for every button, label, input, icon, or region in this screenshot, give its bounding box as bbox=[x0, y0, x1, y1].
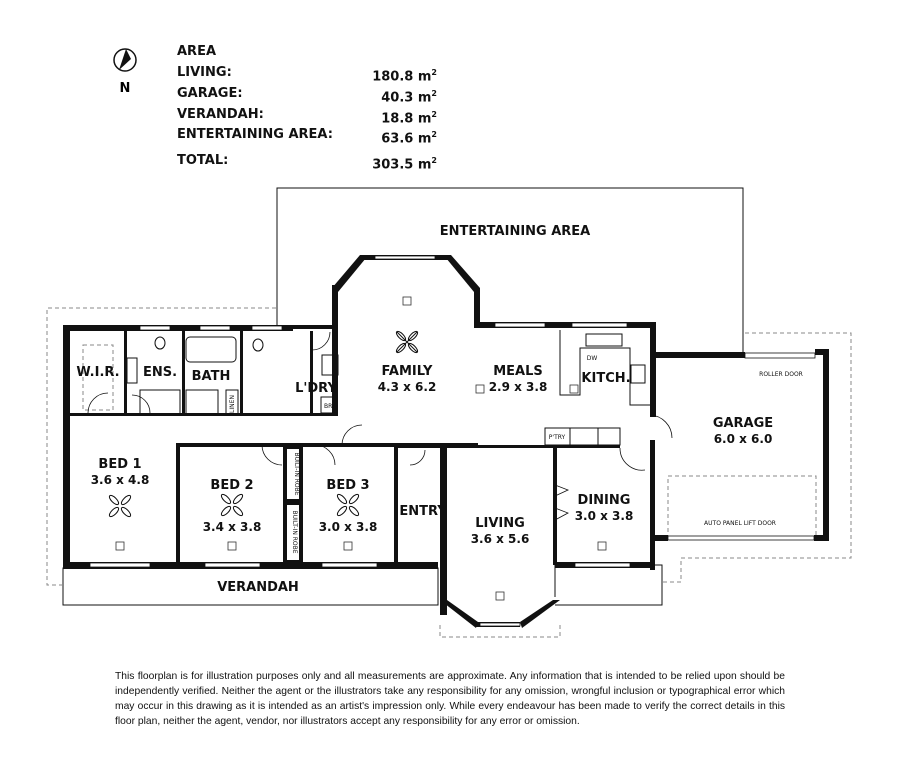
north-compass-icon: N bbox=[113, 48, 137, 96]
light-icons bbox=[115, 296, 607, 601]
kitchen-fixtures bbox=[126, 330, 650, 446]
room-label-entertaining: ENTERTAINING AREA bbox=[440, 224, 591, 239]
room-dim-bed3: 3.0 x 3.8 bbox=[319, 520, 378, 534]
room-label-bed3: BED 3 bbox=[326, 478, 369, 493]
sink-icon bbox=[585, 333, 623, 347]
lift-door-label: AUTO PANEL LIFT DOOR bbox=[704, 520, 776, 527]
outlines bbox=[62, 187, 744, 606]
ceiling-fan-icon bbox=[395, 330, 419, 354]
room-dim-bed1: 3.6 x 4.8 bbox=[91, 473, 150, 487]
room-label-entry: ENTRY bbox=[399, 504, 447, 519]
area-row-total: TOTAL:303.5 m2 bbox=[177, 153, 437, 173]
pantry-label: P'TRY bbox=[549, 434, 566, 441]
room-label-dining: DINING bbox=[578, 493, 631, 508]
ceiling-fan-icon bbox=[336, 493, 360, 517]
cooktop-icon bbox=[630, 364, 646, 384]
windows bbox=[89, 255, 816, 627]
linen-label: LINEN bbox=[229, 395, 236, 413]
shower-icon bbox=[185, 389, 219, 415]
room-label-bath: BATH bbox=[192, 369, 231, 384]
room-dim-meals: 2.9 x 3.8 bbox=[489, 380, 548, 394]
room-dim-living: 3.6 x 5.6 bbox=[471, 532, 530, 546]
room-dim-bed2: 3.4 x 3.8 bbox=[203, 520, 262, 534]
roller-door-label: ROLLER DOOR bbox=[759, 371, 803, 378]
builtin-robe-label-bed3: BUILT-IN ROBE bbox=[291, 510, 298, 553]
room-label-garage: GARAGE bbox=[713, 416, 773, 431]
room-dim-garage: 6.0 x 6.0 bbox=[714, 432, 773, 446]
compass-label: N bbox=[120, 81, 131, 96]
room-label-ens: ENS. bbox=[143, 365, 177, 380]
ceiling-fan-icon bbox=[220, 493, 244, 517]
laundry-tub-icon bbox=[321, 354, 339, 376]
area-row-garage: GARAGE:40.3 m2 bbox=[177, 85, 437, 106]
room-label-meals: MEALS bbox=[493, 364, 543, 379]
area-heading: AREA bbox=[177, 44, 217, 59]
room-label-verandah: VERANDAH bbox=[217, 580, 299, 595]
ensuite-shower-icon bbox=[139, 389, 181, 415]
area-row-entertaining: ENTERTAINING AREA:63.6 m2 bbox=[177, 127, 437, 147]
linen-cupboard bbox=[225, 389, 239, 415]
broom-cupboard bbox=[320, 396, 338, 414]
vanity-icon bbox=[126, 357, 138, 384]
room-label-laundry: L'DRY bbox=[295, 381, 337, 396]
area-row-verandah: VERANDAH:18.8 m2 bbox=[177, 106, 437, 126]
bathtub-icon bbox=[185, 336, 237, 363]
room-label-bed2: BED 2 bbox=[210, 478, 253, 493]
toilet-icon bbox=[154, 336, 166, 350]
room-label-family: FAMILY bbox=[382, 364, 433, 379]
area-summary: AREA LIVING:180.8 m2 GARAGE:40.3 m2 VERA… bbox=[177, 44, 437, 174]
room-label-kitchen: KITCH. bbox=[581, 371, 630, 386]
ceiling-fan-icons bbox=[108, 330, 419, 518]
builtin-robe-label-bed2: BUILT-IN ROBE bbox=[293, 452, 300, 495]
toilet-icon bbox=[252, 338, 264, 352]
room-label-living: LIVING bbox=[475, 516, 525, 531]
room-label-wir: W.I.R. bbox=[76, 365, 119, 380]
ceiling-fan-icon bbox=[108, 494, 132, 518]
disclaimer: This floorplan is for illustration purpo… bbox=[115, 671, 785, 727]
room-label-bed1: BED 1 bbox=[98, 457, 141, 472]
broom-label: BR. bbox=[324, 403, 334, 410]
room-dim-dining: 3.0 x 3.8 bbox=[575, 509, 634, 523]
room-dim-family: 4.3 x 6.2 bbox=[378, 380, 437, 394]
area-row-living: LIVING:180.8 m2 bbox=[177, 65, 437, 85]
door-swings bbox=[87, 331, 673, 521]
dishwasher-label: DW bbox=[587, 355, 598, 362]
